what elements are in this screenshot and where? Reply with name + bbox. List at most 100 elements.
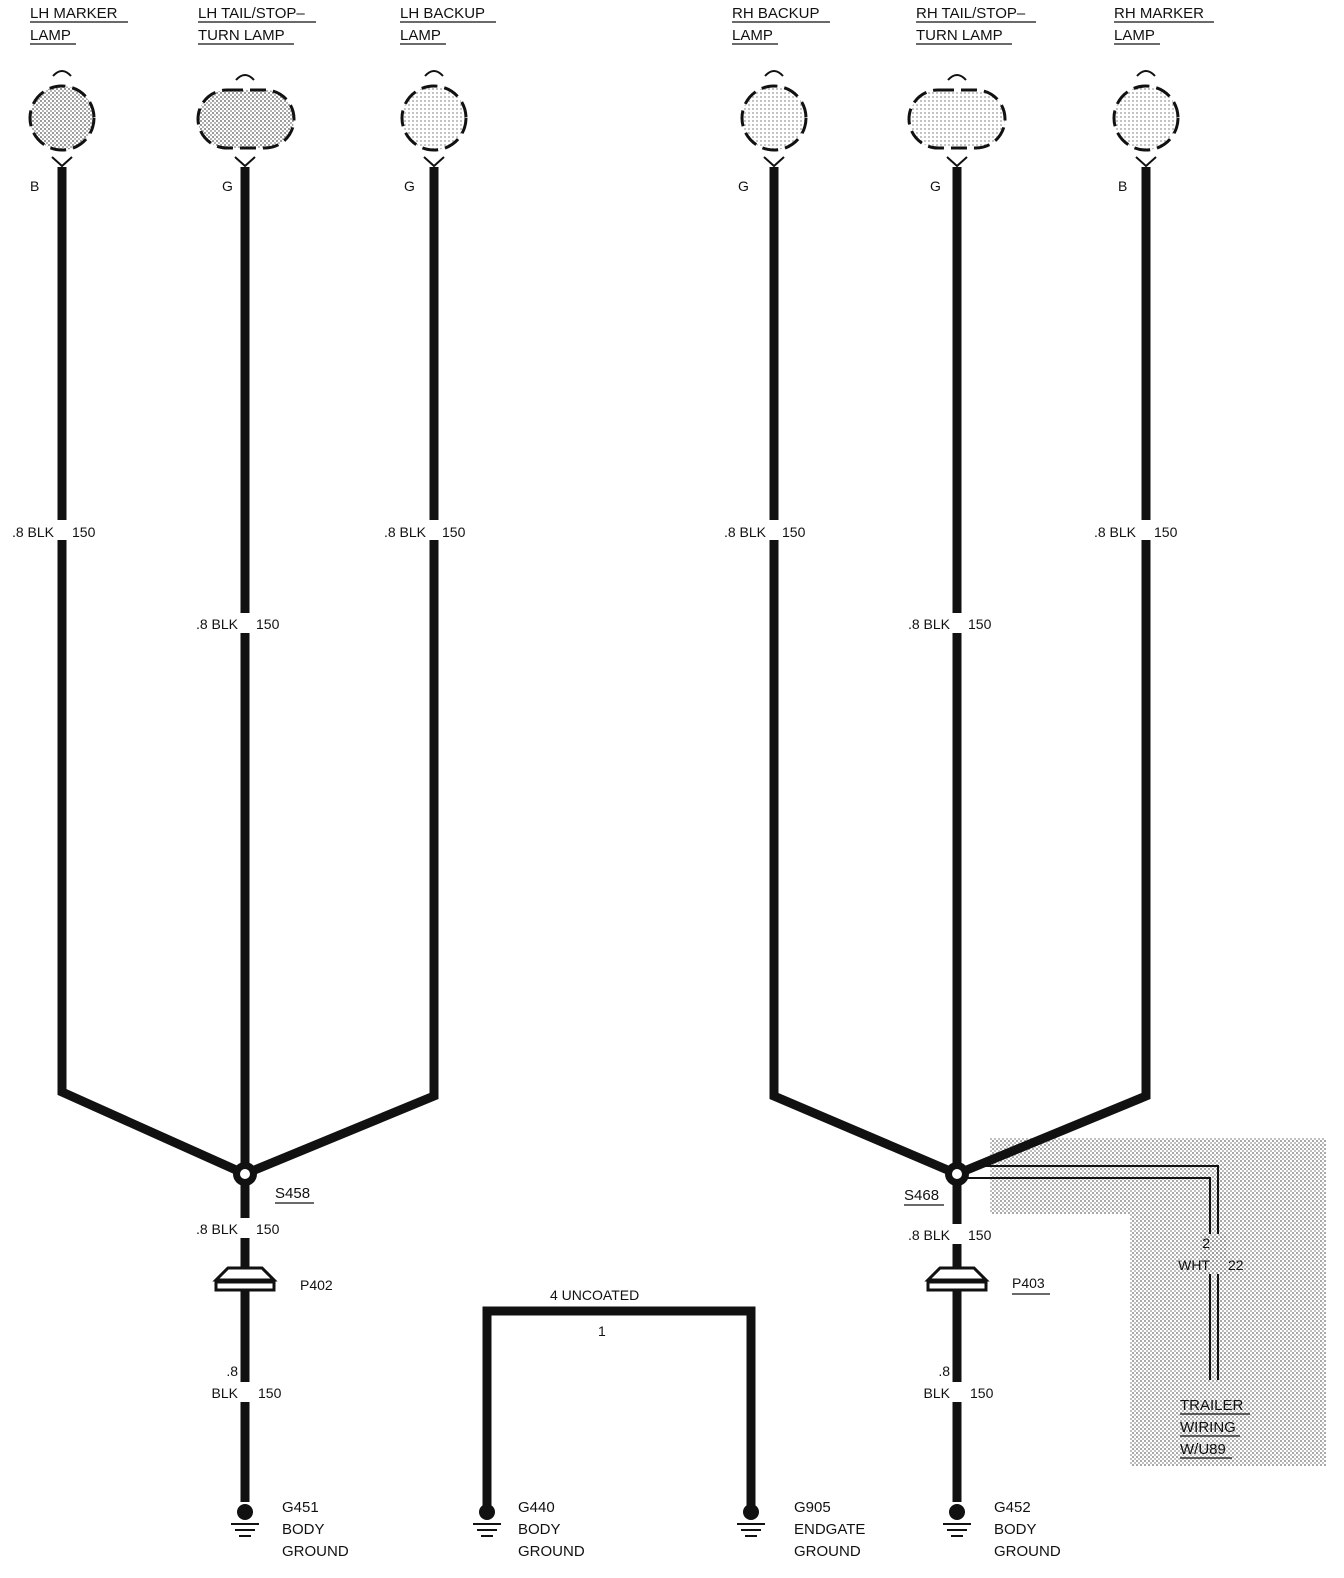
svg-text:.8: .8 [938,1363,950,1379]
svg-text:.8: .8 [226,1363,238,1379]
ground-label-g905: G905 ENDGATE GROUND [794,1499,865,1560]
lamp-label-lh-backup: LH BACKUP LAMP [400,5,496,45]
trailer-wiring-shade [1130,1138,1326,1466]
svg-text:LAMP: LAMP [400,27,441,44]
svg-text:150: 150 [782,524,806,540]
svg-text:TURN LAMP: TURN LAMP [916,27,1003,44]
splice-s458: S458 [233,1162,314,1204]
lamp-bulb-icon [1112,70,1180,168]
svg-text:150: 150 [1154,524,1178,540]
svg-text:ENDGATE: ENDGATE [794,1521,865,1538]
wire-rh-marker [955,167,1151,1179]
svg-text:LH MARKER: LH MARKER [30,5,118,22]
svg-text:P402: P402 [300,1277,333,1293]
ground-label-g440: G440 BODY GROUND [518,1499,585,1560]
wire-label-rh-tail: .8 BLK 150 [908,613,992,633]
svg-text:P403: P403 [1012,1275,1045,1291]
svg-text:G452: G452 [994,1499,1031,1516]
svg-text:.8 BLK: .8 BLK [724,524,767,540]
svg-text:BODY: BODY [282,1521,325,1538]
svg-text:22: 22 [1228,1257,1244,1273]
svg-text:150: 150 [258,1385,282,1401]
svg-text:RH MARKER: RH MARKER [1114,5,1204,22]
wire-lh-backup [243,167,439,1179]
svg-text:.8 BLK: .8 BLK [908,616,951,632]
wire-label-lh-backup: .8 BLK 150 [384,520,466,540]
svg-text:LAMP: LAMP [732,27,773,44]
lamp-label-rh-backup: RH BACKUP LAMP [732,5,830,45]
pin-lh-marker: B [30,178,39,194]
splice-s468: S468 [904,1162,969,1206]
svg-text:TRAILER: TRAILER [1180,1397,1244,1414]
ground-label-g452: G452 BODY GROUND [994,1499,1061,1560]
svg-text:LAMP: LAMP [1114,27,1155,44]
svg-text:LH TAIL/STOP–: LH TAIL/STOP– [198,5,305,22]
svg-text:.8 BLK: .8 BLK [196,616,239,632]
svg-text:150: 150 [256,616,280,632]
svg-text:G905: G905 [794,1499,831,1516]
wire-label-lh-ground: .8 BLK 150 [212,1363,282,1402]
pin-lh-backup: G [404,178,415,194]
svg-text:150: 150 [968,616,992,632]
lamp-bulb-icon [400,70,468,168]
svg-text:GROUND: GROUND [518,1543,585,1560]
svg-text:150: 150 [968,1227,992,1243]
svg-text:BODY: BODY [994,1521,1037,1538]
pin-lh-tail: G [222,178,233,194]
trailer-wiring-label: TRAILER WIRING W/U89 [1180,1397,1250,1459]
svg-text:G451: G451 [282,1499,319,1516]
svg-text:.8 BLK: .8 BLK [1094,524,1137,540]
svg-text:G440: G440 [518,1499,555,1516]
wire-label-rh-ground: .8 BLK 150 [924,1363,994,1402]
svg-text:150: 150 [72,524,96,540]
connector-p402: P402 [212,1266,333,1293]
svg-text:150: 150 [970,1385,994,1401]
svg-text:.8 BLK: .8 BLK [196,1221,239,1237]
wire-label-lh-marker: .8 BLK 150 [12,520,96,540]
svg-text:BLK: BLK [212,1385,239,1401]
svg-text:4 UNCOATED: 4 UNCOATED [550,1287,639,1303]
svg-text:W/U89: W/U89 [1180,1441,1226,1458]
ground-g905-icon [737,1504,765,1537]
pin-rh-marker: B [1118,178,1127,194]
wire-label-rh-backup: .8 BLK 150 [724,520,806,540]
lamp-bulb-icon [28,70,96,168]
wire-label-rh-marker: .8 BLK 150 [1094,520,1178,540]
lamp-label-rh-marker: RH MARKER LAMP [1114,5,1214,45]
wire-label-rh-splice: .8 BLK 150 [908,1224,992,1244]
svg-text:S458: S458 [275,1185,310,1202]
svg-text:TURN LAMP: TURN LAMP [198,27,285,44]
svg-text:.8 BLK: .8 BLK [384,524,427,540]
lamp-label-lh-marker: LH MARKER LAMP [30,5,128,45]
lamp-label-rh-tail: RH TAIL/STOP– TURN LAMP [916,5,1036,45]
pin-rh-backup: G [738,178,749,194]
lamp-bulb-icon [740,70,808,168]
ground-label-g451: G451 BODY GROUND [282,1499,349,1560]
lamp-bulb-icon [907,74,1007,168]
wire-label-lh-splice: .8 BLK 150 [196,1218,280,1238]
svg-text:LH BACKUP: LH BACKUP [400,5,485,22]
svg-text:S468: S468 [904,1187,939,1204]
svg-text:150: 150 [256,1221,280,1237]
wire-lh-marker [57,167,247,1179]
svg-text:RH TAIL/STOP–: RH TAIL/STOP– [916,5,1026,22]
ground-g451-icon [231,1504,259,1537]
svg-text:RH BACKUP: RH BACKUP [732,5,820,22]
svg-text:BODY: BODY [518,1521,561,1538]
svg-text:WIRING: WIRING [1180,1419,1236,1436]
ground-g440-icon [473,1504,501,1537]
svg-text:.8 BLK: .8 BLK [12,524,55,540]
connector-p403: P403 [924,1266,1050,1295]
svg-text:.8 BLK: .8 BLK [908,1227,951,1243]
svg-text:LAMP: LAMP [30,27,71,44]
ground-strap: 4 UNCOATED 1 [482,1287,756,1510]
svg-text:GROUND: GROUND [282,1543,349,1560]
lamp-bulb-icon [196,74,296,168]
svg-text:GROUND: GROUND [994,1543,1061,1560]
svg-text:150: 150 [442,524,466,540]
lamp-label-lh-tail: LH TAIL/STOP– TURN LAMP [198,5,316,45]
svg-text:WHT: WHT [1178,1257,1210,1273]
wire-label-lh-tail: .8 BLK 150 [196,613,280,633]
ground-g452-icon [943,1504,971,1537]
